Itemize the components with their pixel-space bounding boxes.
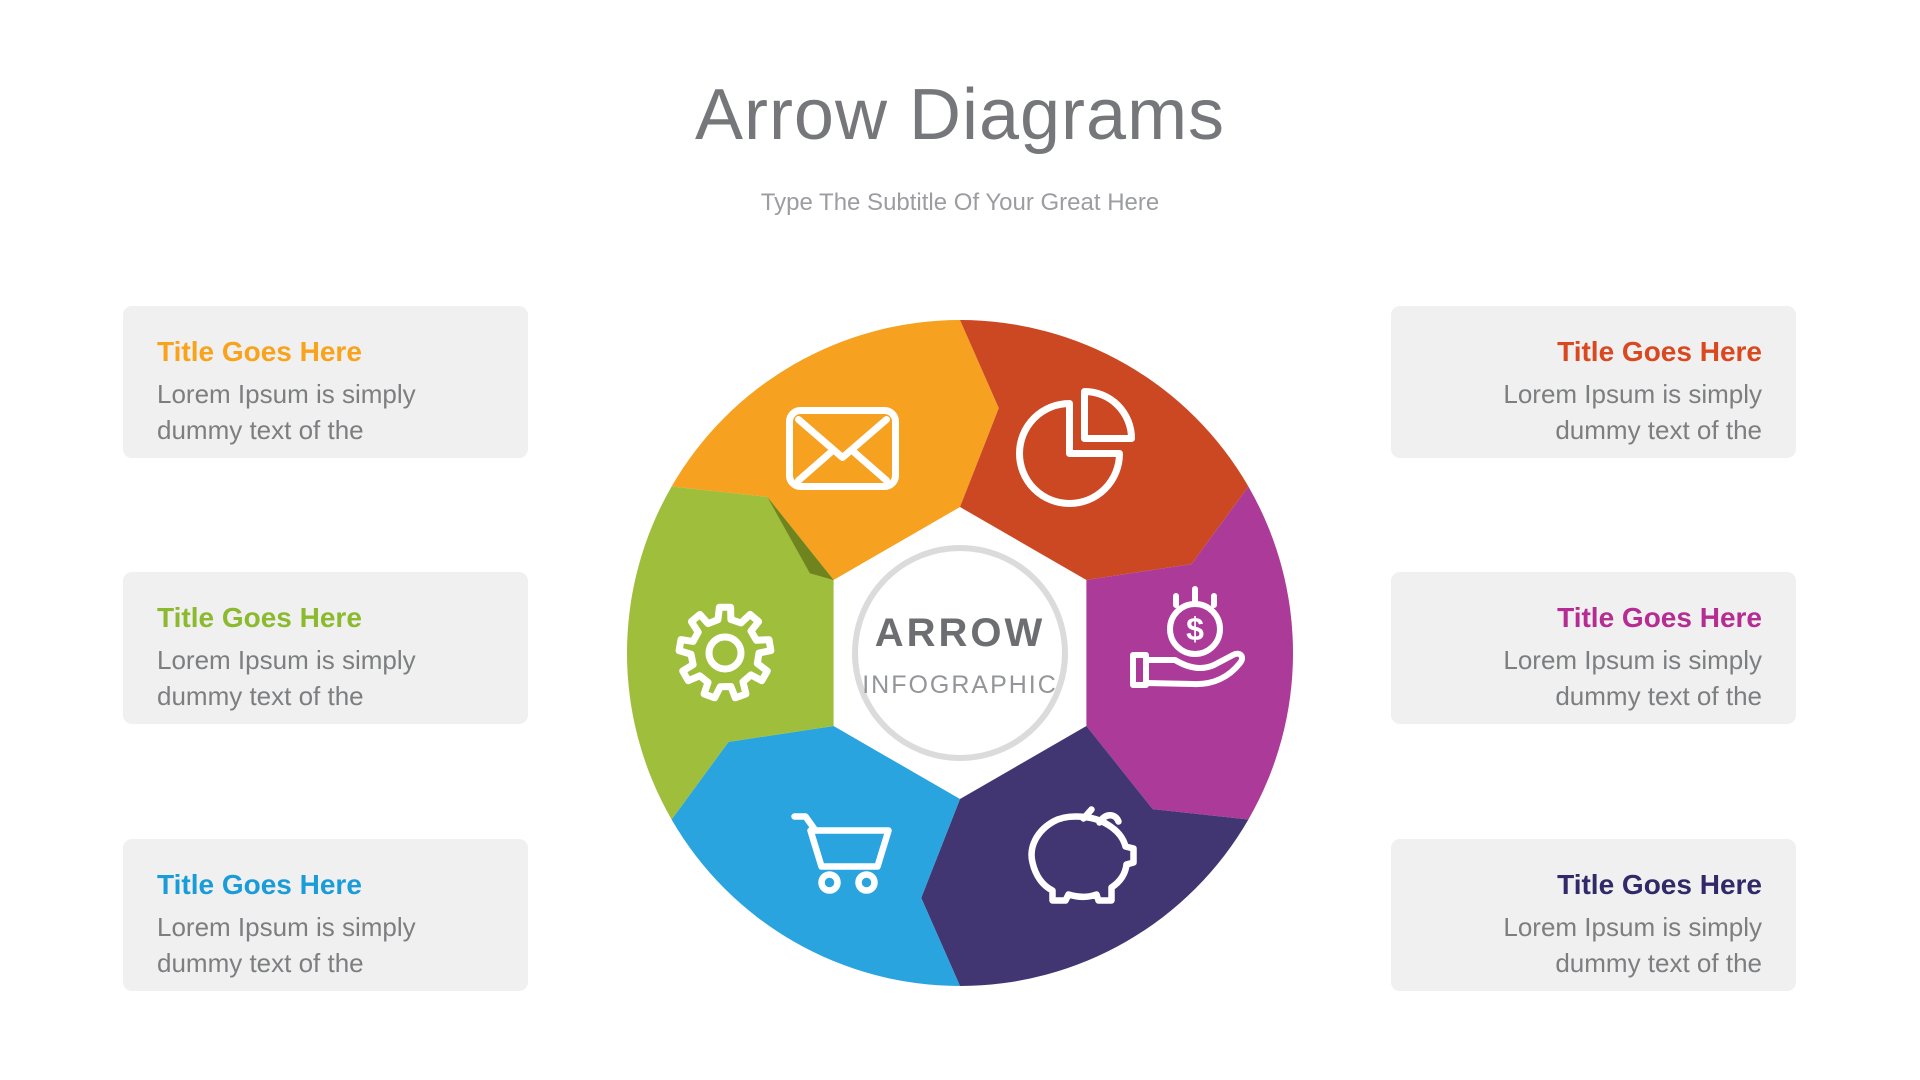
card-body: Lorem Ipsum is simply dummy text of the	[157, 645, 416, 711]
fold-shadow	[767, 496, 834, 580]
card-title: Title Goes Here	[157, 602, 362, 633]
center-title: ARROW	[875, 611, 1046, 655]
gear-segment	[626, 486, 834, 820]
center-subtitle: INFOGRAPHIC	[862, 671, 1058, 699]
card-body: Lorem Ipsum is simply dummy text of the	[157, 379, 416, 445]
envelope-icon	[786, 407, 899, 490]
cart-icon	[791, 813, 892, 894]
card-cart: Title Goes Here Lorem Ipsum is simply du…	[123, 839, 528, 991]
card-money: Title Goes Here Lorem Ipsum is simply du…	[1391, 572, 1796, 724]
piggy-segment	[921, 726, 1249, 986]
card-title: Title Goes Here	[1557, 602, 1762, 633]
pie-chart-icon	[1016, 388, 1135, 507]
card-mail: Title Goes Here Lorem Ipsum is simply du…	[123, 306, 528, 458]
card-title: Title Goes Here	[157, 336, 362, 367]
card-title: Title Goes Here	[1557, 869, 1762, 900]
card-piggy: Title Goes Here Lorem Ipsum is simply du…	[1391, 839, 1796, 991]
dollar-glyph: $	[1186, 611, 1204, 647]
piggy-bank-icon	[1028, 806, 1137, 904]
card-body: Lorem Ipsum is simply dummy text of the	[1503, 645, 1762, 711]
page-title: Arrow Diagrams	[694, 75, 1226, 155]
card-body: Lorem Ipsum is simply dummy text of the	[1503, 912, 1762, 978]
card-title: Title Goes Here	[157, 869, 362, 900]
card-body: Lorem Ipsum is simply dummy text of the	[1503, 379, 1762, 445]
page-subtitle: Type The Subtitle Of Your Great Here	[760, 189, 1160, 216]
money-hand-icon: $	[1130, 586, 1245, 688]
card-title: Title Goes Here	[1557, 336, 1762, 367]
card-gear: Title Goes Here Lorem Ipsum is simply du…	[123, 572, 528, 724]
center-ring-circle	[852, 545, 1068, 761]
gear-icon	[675, 603, 775, 702]
card-pie: Title Goes Here Lorem Ipsum is simply du…	[1391, 306, 1796, 458]
card-body: Lorem Ipsum is simply dummy text of the	[157, 912, 416, 978]
